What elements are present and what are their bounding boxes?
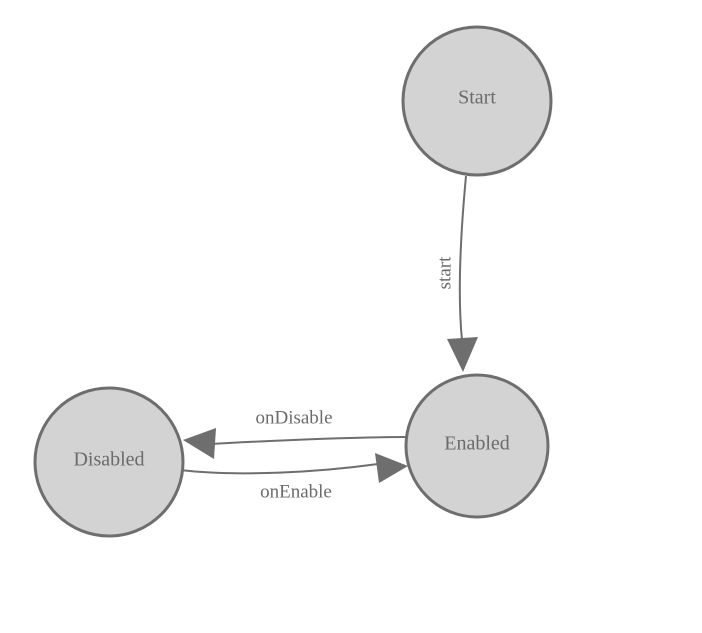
state-label-enabled: Enabled xyxy=(444,433,510,455)
state-node-start[interactable]: Start xyxy=(401,25,553,177)
transition-start-to-enabled-path xyxy=(458,175,467,341)
arrowhead-into-enabled-from-disabled-icon xyxy=(375,453,408,483)
transition-label-ondisable: onDisable xyxy=(255,407,332,428)
state-circle-enabled xyxy=(404,373,550,519)
state-label-disabled: Disabled xyxy=(73,449,144,471)
arrowhead-into-enabled-icon xyxy=(447,337,478,372)
transition-disabled-to-enabled[interactable]: onEnable xyxy=(179,453,408,502)
transition-start-to-enabled[interactable]: start xyxy=(434,175,478,372)
state-node-disabled[interactable]: Disabled xyxy=(33,386,185,538)
arrowhead-into-disabled-icon xyxy=(183,428,216,459)
state-label-start: Start xyxy=(458,87,496,109)
transition-disabled-to-enabled-path xyxy=(179,463,379,475)
transition-enabled-to-disabled-path xyxy=(209,436,409,445)
transition-enabled-to-disabled[interactable]: onDisable xyxy=(183,407,409,459)
transition-label-onenable: onEnable xyxy=(260,481,332,502)
state-node-enabled[interactable]: Enabled xyxy=(404,373,550,519)
transition-label-start: start xyxy=(434,256,455,289)
state-circle-start xyxy=(401,25,553,177)
state-circle-disabled xyxy=(33,386,185,538)
